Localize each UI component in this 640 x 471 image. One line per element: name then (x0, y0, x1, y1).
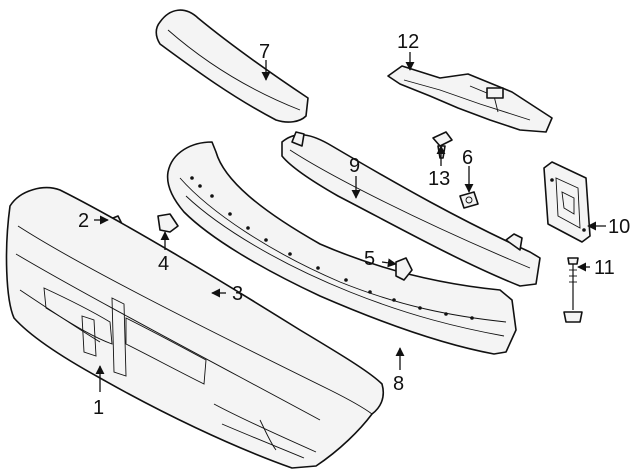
leader-lines (94, 52, 606, 392)
bolt-drawing (563, 257, 583, 323)
callout-labels: 1 2 3 4 5 6 7 8 9 10 11 12 13 (78, 31, 630, 419)
nut-drawing (459, 191, 479, 209)
callout-11: 11 (594, 257, 615, 279)
callout-1: 1 (93, 397, 104, 419)
air-deflector-drawing (387, 65, 553, 133)
callout-13: 13 (428, 168, 450, 190)
bumper-cover-drawing (5, 186, 385, 469)
callout-6: 6 (462, 147, 473, 169)
callout-8: 8 (393, 373, 404, 395)
clip-drawing (395, 257, 413, 281)
callout-10: 10 (608, 216, 630, 238)
impact-bar-drawing (166, 141, 517, 355)
leader-5 (381, 258, 397, 268)
reinforcement-drawing (281, 131, 541, 287)
callout-5: 5 (364, 248, 375, 270)
callout-2: 2 (78, 210, 89, 232)
filler-panel-drawing (155, 9, 309, 123)
retainer-drawing (157, 213, 179, 233)
rivet-drawing (432, 131, 453, 159)
mount-bracket-drawing (543, 161, 591, 243)
callout-4: 4 (158, 253, 169, 275)
callout-12: 12 (397, 31, 419, 53)
callout-7: 7 (259, 41, 270, 63)
callout-9: 9 (349, 155, 360, 177)
callout-3: 3 (232, 283, 243, 305)
